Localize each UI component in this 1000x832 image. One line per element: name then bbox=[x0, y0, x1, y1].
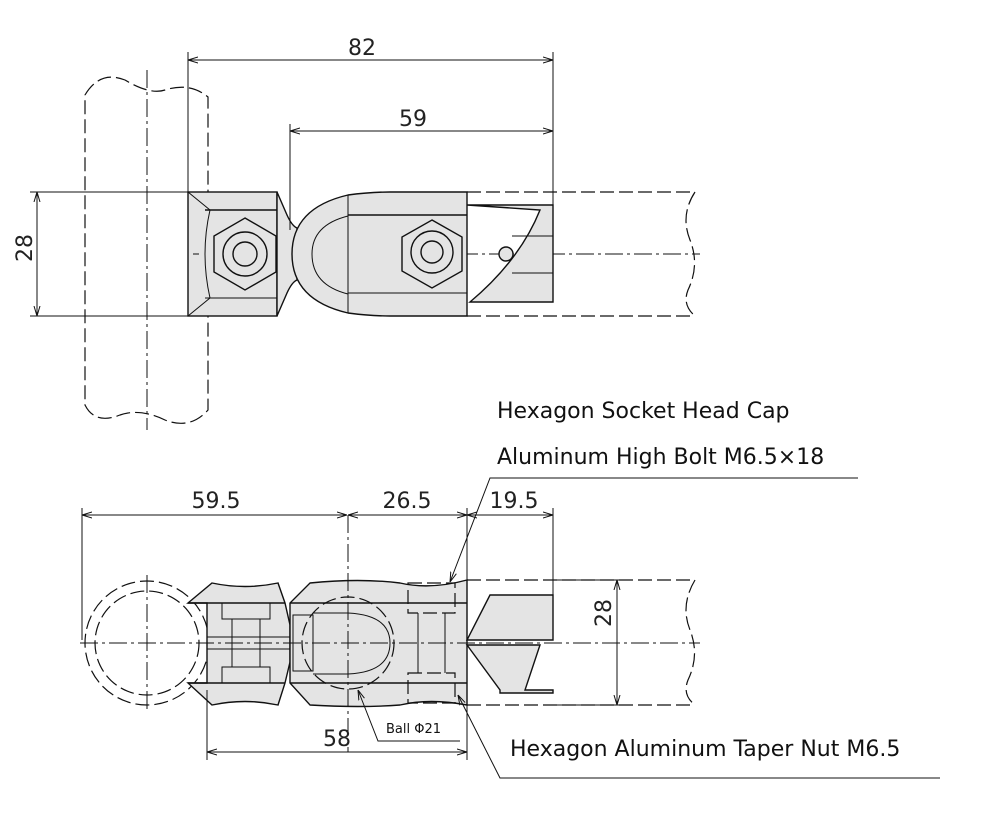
left-pipe-phantom bbox=[84, 70, 209, 430]
ball-leader bbox=[358, 690, 460, 742]
top-view: 82 59 28 bbox=[13, 36, 700, 430]
dimension-28-top-label: 28 bbox=[13, 234, 38, 262]
ball-label: Ball Φ21 bbox=[386, 722, 441, 737]
clevis-body-side bbox=[289, 515, 468, 752]
dimension-28-bottom-label: 28 bbox=[592, 599, 617, 627]
bolt-callout-line2: Aluminum High Bolt M6.5×18 bbox=[497, 445, 824, 470]
clevis-body bbox=[291, 191, 468, 317]
dimension-28-bottom bbox=[553, 579, 625, 706]
dimension-59 bbox=[289, 124, 553, 230]
dimension-58-label: 58 bbox=[323, 727, 351, 752]
dimension-59-label: 59 bbox=[399, 107, 427, 132]
bolt-callout-line1: Hexagon Socket Head Cap bbox=[497, 399, 790, 424]
pipe-insert bbox=[466, 204, 554, 303]
dimension-19-5-label: 19.5 bbox=[490, 489, 539, 514]
dimension-82-label: 82 bbox=[348, 36, 376, 61]
dimension-82 bbox=[187, 52, 554, 205]
bolt-leader bbox=[450, 477, 858, 582]
nut-leader bbox=[458, 695, 940, 779]
dimension-58 bbox=[206, 690, 467, 760]
bottom-view: 59.5 26.5 19.5 28 58 Ball Φ21 bbox=[80, 489, 700, 760]
pipe-insert-side bbox=[80, 579, 700, 706]
dimension-59-5-label: 59.5 bbox=[192, 489, 241, 514]
nut-callout: Hexagon Aluminum Taper Nut M6.5 bbox=[510, 737, 900, 762]
left-clamp-block-side bbox=[186, 582, 300, 706]
dimension-28-top bbox=[30, 191, 188, 317]
left-clamp-block bbox=[187, 191, 278, 317]
dimension-26-5-label: 26.5 bbox=[383, 489, 432, 514]
